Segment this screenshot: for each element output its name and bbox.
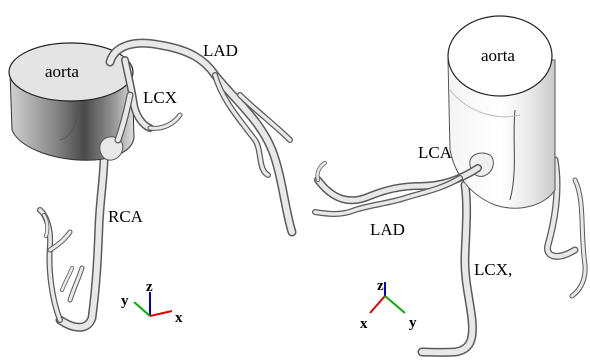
left-lad-label: LAD (203, 41, 238, 60)
right-y-axis (385, 296, 405, 313)
right-x-label: x (360, 316, 368, 332)
left-x-axis (150, 311, 172, 316)
right-axis-triad: z x y (360, 278, 417, 332)
left-lcx-label: LCX (143, 88, 177, 107)
right-lad-label: LAD (370, 220, 405, 239)
left-axis-triad: z y x (121, 279, 183, 326)
left-z-label: z (146, 279, 153, 295)
left-x-label: x (175, 310, 183, 326)
left-rca-label: RCA (108, 207, 144, 226)
right-lad-vessel (315, 163, 478, 214)
right-y-label: y (409, 315, 417, 331)
right-lca-label: LCA (418, 143, 453, 162)
left-aorta-label: aorta (45, 62, 79, 81)
left-model: aorta LAD LCX RCA (9, 41, 292, 327)
right-model: aorta LCA LAD LCX, z x y (315, 16, 585, 352)
right-z-label: z (377, 278, 384, 294)
left-rca-vessel (40, 158, 104, 327)
left-y-axis (134, 302, 150, 316)
left-y-label: y (121, 293, 129, 309)
left-lad-vessel (110, 43, 292, 232)
right-lcx-label: LCX, (474, 260, 512, 279)
right-x-axis (370, 296, 385, 313)
right-aorta-label: aorta (481, 46, 515, 65)
